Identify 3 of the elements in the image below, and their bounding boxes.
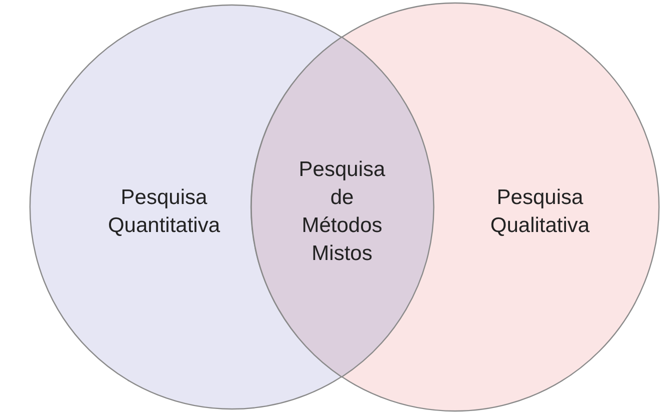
overlap-label: Pesquisa de Métodos Mistos	[298, 157, 386, 267]
circle-label: Pesquisa Quantitativa	[106, 185, 222, 239]
circle-label: Pesquisa Qualitativa	[489, 185, 591, 239]
